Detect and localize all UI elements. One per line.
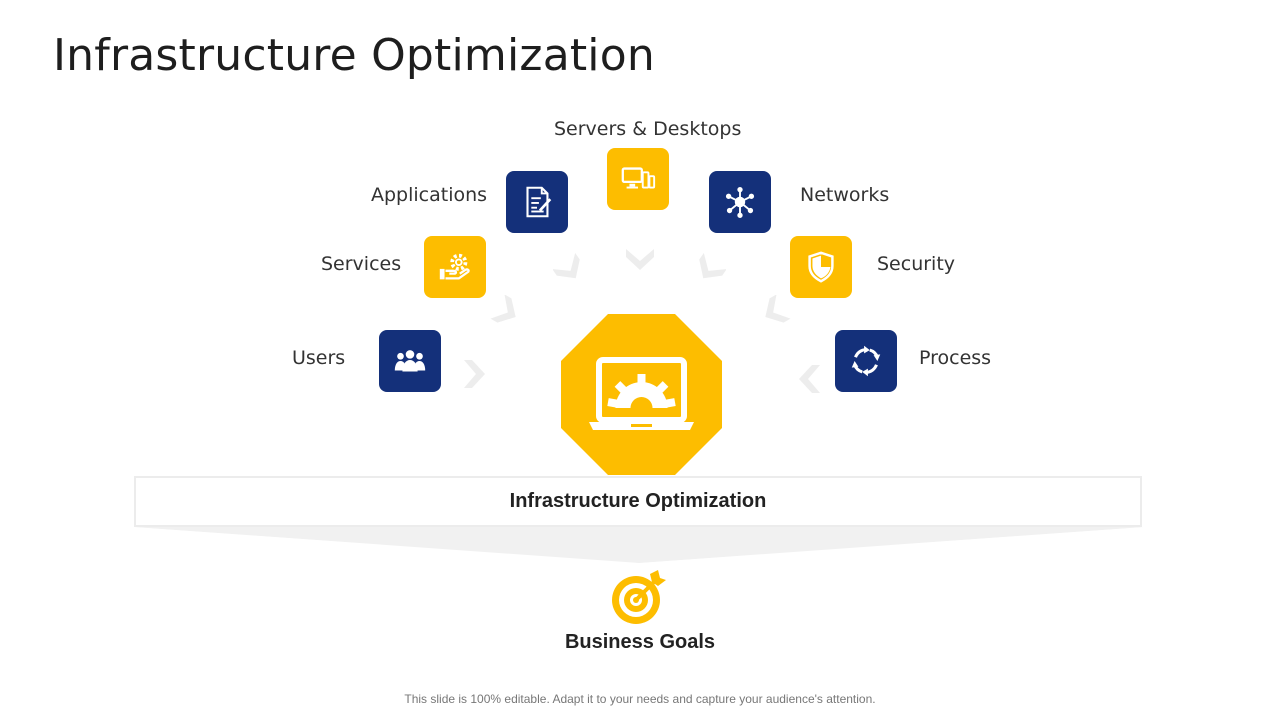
applications-label: Applications: [371, 184, 488, 206]
networks-label: Networks: [800, 184, 890, 206]
hub-octagon: [561, 314, 722, 475]
networks-tile: [709, 171, 771, 233]
band-label: Infrastructure Optimization: [134, 476, 1142, 527]
servers-tile: [607, 148, 669, 210]
process-tile: [835, 330, 897, 392]
services-tile: [424, 236, 486, 298]
chevron-down-right-icon: [490, 295, 516, 323]
target-icon: [612, 570, 666, 624]
users-icon: [394, 350, 426, 372]
goal-label: Business Goals: [564, 631, 716, 653]
gear-hand-icon: [439, 253, 470, 280]
chevron-right-icon: [464, 360, 485, 388]
cycle-icon: [851, 345, 881, 377]
servers-label: Servers & Desktops: [554, 118, 742, 140]
process-label: Process: [919, 347, 992, 369]
page-title: Infrastructure Optimization: [53, 30, 655, 81]
devices-icon: [621, 167, 656, 189]
funnel-shape: [134, 527, 1144, 563]
security-tile: [790, 236, 852, 298]
network-icon: [725, 186, 755, 218]
users-label: Users: [292, 347, 346, 369]
chevron-left-icon: [799, 365, 820, 393]
applications-tile: [506, 171, 568, 233]
footnote: This slide is 100% editable. Adapt it to…: [404, 692, 876, 706]
laptop-gear-icon: [589, 357, 694, 430]
chevron-down-left-icon: [765, 295, 791, 323]
shield-icon: [808, 251, 834, 283]
chevron-down-icon: [626, 249, 654, 270]
document-icon: [526, 186, 552, 218]
security-label: Security: [877, 253, 956, 275]
chevron-down-left-icon: [699, 253, 726, 279]
chevron-down-right-icon: [553, 253, 580, 279]
services-label: Services: [321, 253, 402, 275]
users-tile: [379, 330, 441, 392]
